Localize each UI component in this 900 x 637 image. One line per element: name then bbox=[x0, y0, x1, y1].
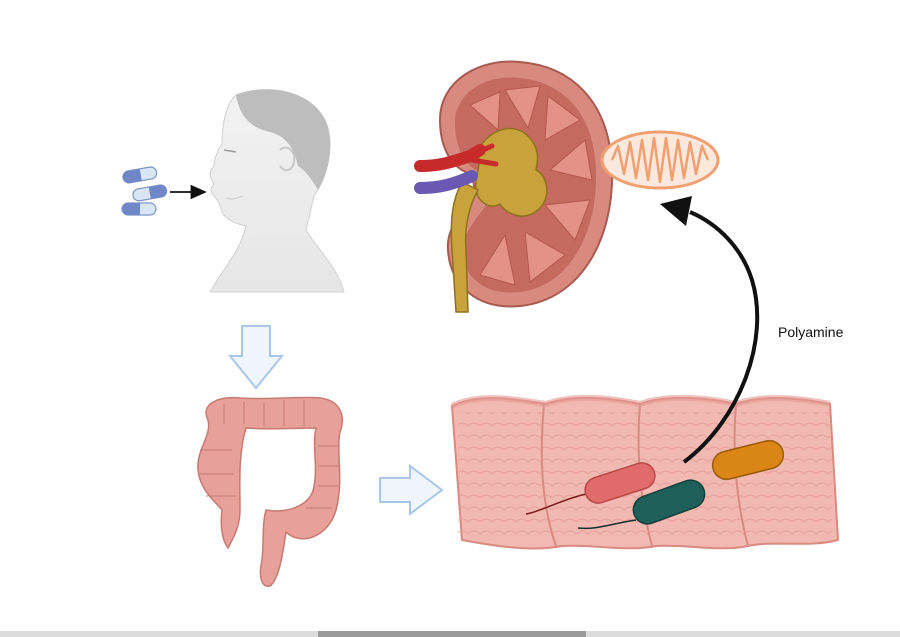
kidney-icon bbox=[414, 60, 614, 313]
polyamine-arrowhead bbox=[660, 196, 692, 226]
human-head-icon bbox=[209, 89, 345, 293]
mitochondrion-icon bbox=[600, 130, 720, 190]
bacteria-icon bbox=[525, 439, 785, 530]
polyamine-arrow bbox=[682, 210, 760, 464]
polyamine-label: Polyamine bbox=[778, 324, 844, 340]
pills-icon bbox=[121, 166, 168, 216]
bacterium-teal bbox=[577, 479, 706, 530]
bacterium-orange bbox=[711, 439, 785, 481]
colon-icon bbox=[197, 396, 343, 587]
scrollbar-thumb[interactable] bbox=[318, 631, 586, 637]
down-arrow bbox=[227, 325, 285, 390]
bacterium-red bbox=[525, 462, 656, 515]
right-arrow bbox=[379, 464, 444, 516]
